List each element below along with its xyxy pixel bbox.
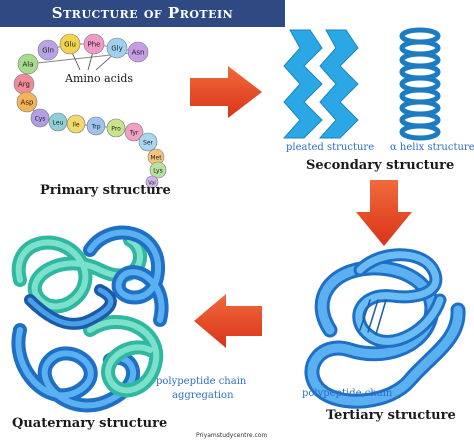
amino-acid-label: Leu	[53, 120, 64, 127]
amino-acid-bead	[59, 33, 81, 55]
diagram-title: Structure of Protein	[51, 4, 234, 22]
pleated-structure-label: pleated structure	[286, 142, 375, 153]
amino-acid-label: Trp	[90, 124, 100, 131]
tertiary-fold-graphic	[304, 248, 466, 409]
amino-acid-label: Ala	[22, 61, 33, 69]
alpha-helix-label: α helix structure	[390, 142, 474, 153]
amino-acid-bead	[86, 116, 106, 136]
amino-acid-label: Asn	[132, 49, 145, 57]
amino-acid-label: Gln	[42, 47, 54, 55]
quaternary-structure-caption: Quaternary structure	[12, 416, 168, 431]
amino-acid-label: Glu	[64, 41, 76, 49]
arrow-right	[190, 66, 262, 118]
amino-acid-bead	[149, 161, 167, 179]
website-credit: Priyamstudycentre.com	[196, 432, 268, 439]
amino-acid-label: Arg	[18, 81, 30, 89]
amino-acid-label: Lys	[153, 168, 162, 175]
amino-acids-label: Amino acids	[65, 72, 134, 85]
amino-acid-bead	[17, 53, 39, 75]
title-banner	[0, 0, 285, 27]
arrow-down	[356, 180, 412, 246]
amino-acid-label: Asp	[21, 99, 34, 107]
pleated-sheet-graphic	[282, 29, 359, 139]
aggregation-label-line2: aggregation	[172, 390, 234, 401]
amino-acid-bead	[30, 108, 50, 128]
amino-acid-bead	[37, 39, 59, 61]
amino-acid-bead	[145, 175, 159, 189]
amino-acid-bead	[138, 132, 158, 152]
amino-acid-bead	[124, 122, 144, 142]
secondary-structure-caption: Secondary structure	[306, 158, 455, 173]
amino-acid-label: Ile	[72, 122, 79, 129]
amino-acid-bead	[66, 114, 86, 134]
alpha-helix-graphic	[399, 27, 441, 141]
amino-acid-label: Gly	[111, 45, 123, 53]
amino-acid-label: Met	[150, 155, 162, 162]
amino-acid-label: Phe	[88, 41, 101, 49]
tertiary-structure-caption: Tertiary structure	[326, 408, 456, 423]
amino-acid-label: Ser	[143, 140, 154, 147]
amino-acid-label: Cys	[35, 116, 46, 123]
primary-structure-caption: Primary structure	[40, 183, 171, 198]
arrow-left	[194, 294, 262, 348]
amino-acid-label: Tyr	[129, 130, 139, 137]
amino-acid-bead	[106, 37, 128, 59]
aggregation-label-line1: polypeptide chain	[156, 376, 247, 387]
quaternary-complex-graphic	[11, 225, 169, 413]
amino-acid-bead	[106, 118, 126, 138]
polypeptide-chain-label: polypeptide chain	[302, 388, 393, 399]
amino-acid-label: Pro	[111, 126, 121, 133]
amino-acid-label: Val	[148, 181, 156, 187]
amino-acid-bead	[83, 33, 105, 55]
amino-acid-bead	[16, 91, 38, 113]
amino-chain-link	[23, 43, 159, 171]
amino-acid-bead	[127, 41, 149, 63]
